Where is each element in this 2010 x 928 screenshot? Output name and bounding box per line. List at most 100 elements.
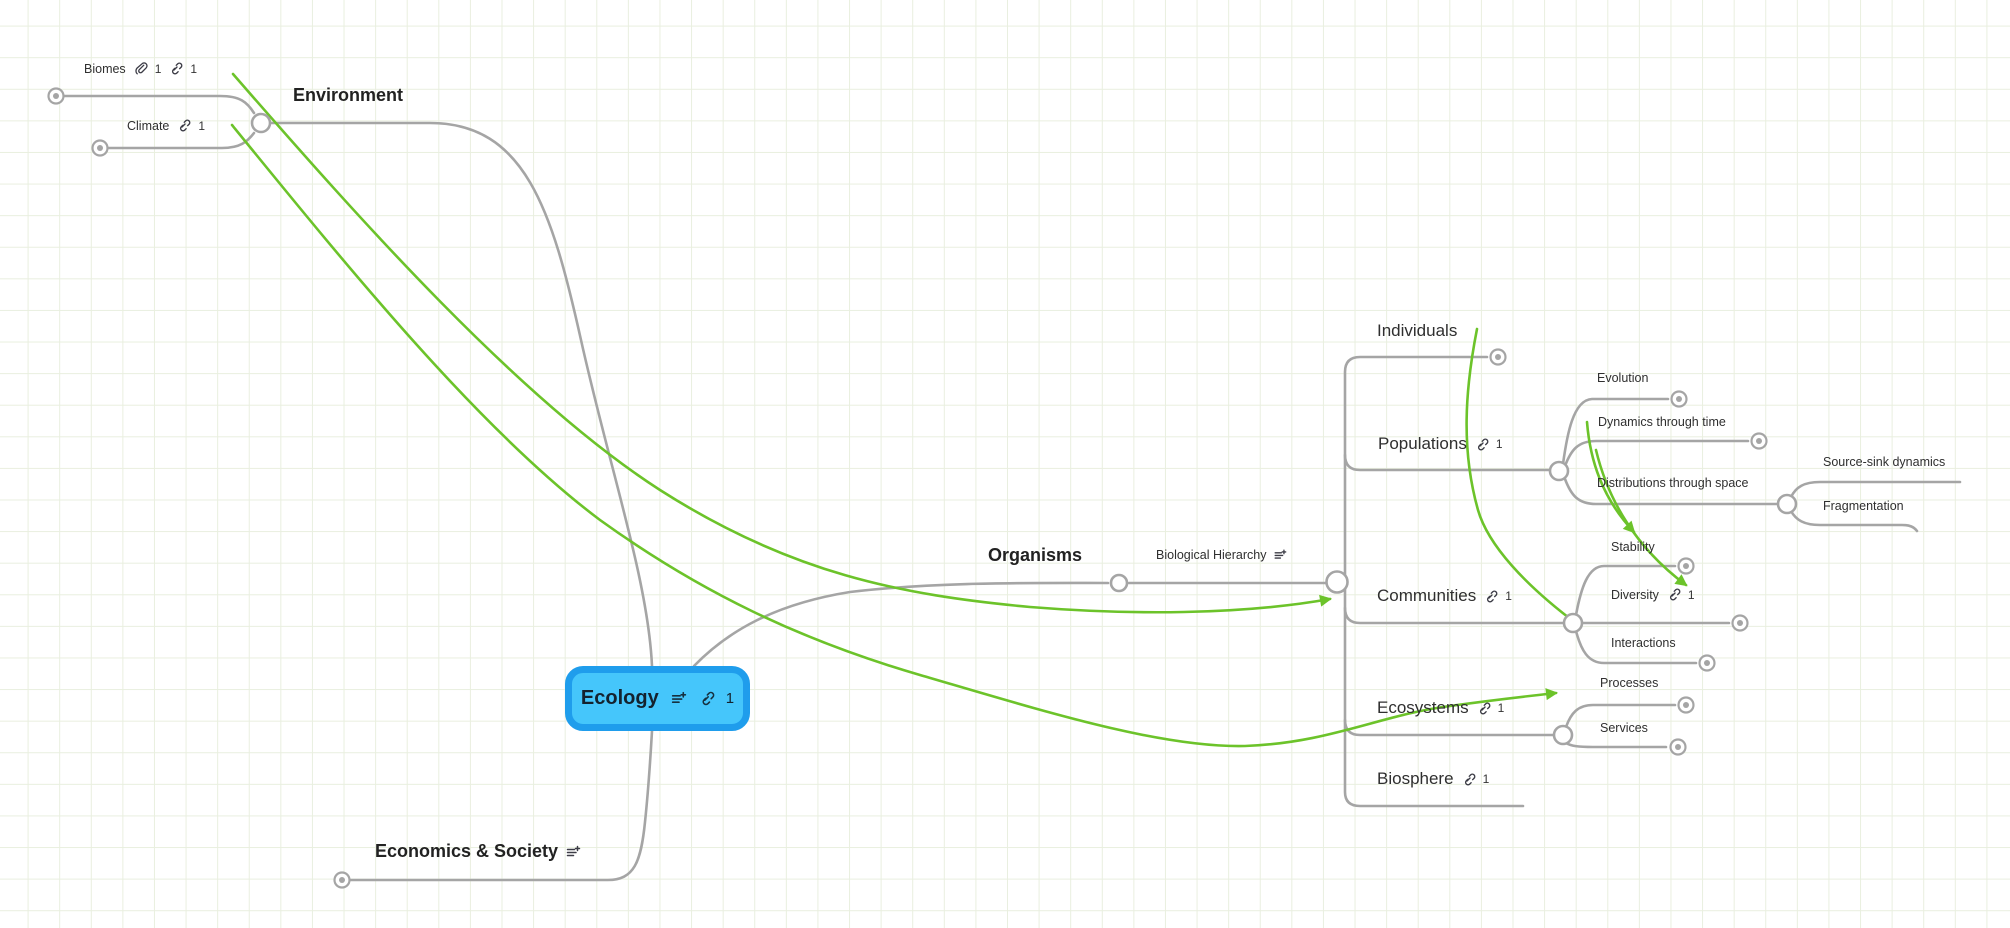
node-environment[interactable]: Environment bbox=[293, 85, 403, 106]
node-individuals[interactable]: Individuals bbox=[1377, 321, 1457, 341]
endpoint-dot bbox=[1675, 744, 1681, 750]
node-climate-label: Climate bbox=[127, 118, 170, 133]
node-individuals-label: Individuals bbox=[1377, 321, 1458, 340]
node-distributions-through-space[interactable]: Distributions through space bbox=[1597, 476, 1748, 490]
link-icon[interactable] bbox=[1476, 701, 1491, 716]
node-source-sink-dynamics-label: Source-sink dynamics bbox=[1823, 455, 1946, 469]
branch-line-stability bbox=[1574, 564, 1677, 617]
node-climate[interactable]: Climate 1 bbox=[127, 118, 205, 133]
node-economics-society[interactable]: Economics & Society bbox=[375, 841, 581, 862]
green-link-climate-ecosystems[interactable] bbox=[230, 123, 1558, 748]
node-processes-label: Processes bbox=[1600, 676, 1659, 690]
branch-line-ecology-organisms bbox=[692, 581, 1110, 668]
node-interactions[interactable]: Interactions bbox=[1611, 636, 1676, 650]
green-link-individuals-communities[interactable] bbox=[1465, 327, 1579, 626]
node-diversity[interactable]: Diversity 1 bbox=[1611, 587, 1695, 602]
node-organisms-label: Organisms bbox=[988, 545, 1083, 565]
node-biological-hierarchy[interactable]: Biological Hierarchy bbox=[1156, 548, 1287, 562]
junction-distributions[interactable] bbox=[1776, 493, 1798, 515]
node-dynamics-through-time[interactable]: Dynamics through time bbox=[1598, 415, 1726, 429]
node-evolution-label: Evolution bbox=[1597, 371, 1649, 385]
link-count: 1 bbox=[198, 118, 206, 133]
node-environment-label: Environment bbox=[293, 85, 404, 105]
branch-line-biomes bbox=[62, 94, 256, 115]
link-icon[interactable] bbox=[1474, 437, 1489, 452]
hierarchy-spine bbox=[1343, 355, 1525, 808]
node-communities[interactable]: Communities 1 bbox=[1377, 586, 1512, 606]
endpoint-dot bbox=[1756, 438, 1762, 444]
node-evolution[interactable]: Evolution bbox=[1597, 371, 1648, 385]
branch-line-communities bbox=[1343, 606, 1565, 625]
node-biosphere[interactable]: Biosphere 1 bbox=[1377, 769, 1489, 789]
branch-line-distributions bbox=[1563, 477, 1779, 506]
node-services[interactable]: Services bbox=[1600, 721, 1648, 735]
node-distributions-through-space-label: Distributions through space bbox=[1597, 476, 1749, 490]
node-services-label: Services bbox=[1600, 721, 1648, 735]
junction-populations[interactable] bbox=[1548, 460, 1570, 482]
branch-line-processes bbox=[1564, 703, 1677, 729]
attachment-icon[interactable] bbox=[133, 61, 148, 76]
endpoint-dot bbox=[1704, 660, 1710, 666]
node-populations-label: Populations bbox=[1378, 434, 1467, 453]
endpoint-handles bbox=[47, 87, 1768, 889]
junction-hierarchy-hub[interactable] bbox=[1325, 570, 1349, 594]
node-stability-label: Stability bbox=[1611, 540, 1655, 554]
green-link-to-diversity[interactable] bbox=[1594, 448, 1688, 587]
node-ecology-label: Ecology bbox=[580, 687, 659, 709]
endpoint-dot bbox=[53, 93, 59, 99]
node-biological-hierarchy-label: Biological Hierarchy bbox=[1156, 548, 1267, 562]
link-count: 1 bbox=[725, 690, 735, 707]
junction-environment[interactable] bbox=[250, 112, 272, 134]
branch-line-ecosystems bbox=[1343, 718, 1555, 737]
notes-icon[interactable] bbox=[670, 690, 687, 707]
notes-icon[interactable] bbox=[565, 844, 581, 860]
node-biomes[interactable]: Biomes 1 1 bbox=[84, 61, 197, 76]
branch-line-evolution bbox=[1561, 397, 1670, 466]
link-icon[interactable] bbox=[1666, 587, 1681, 602]
branch-line-fragmentation bbox=[1789, 509, 1919, 533]
notes-icon[interactable] bbox=[1273, 548, 1287, 562]
green-link-biomes-communities[interactable] bbox=[231, 72, 1332, 614]
branch-line-interactions bbox=[1574, 629, 1698, 665]
branch-line-dynamics bbox=[1563, 439, 1750, 468]
endpoint-dot bbox=[339, 877, 345, 883]
link-icon[interactable] bbox=[168, 61, 183, 76]
link-icon[interactable] bbox=[698, 690, 715, 707]
node-organisms[interactable]: Organisms bbox=[988, 545, 1082, 566]
link-icon[interactable] bbox=[1483, 589, 1498, 604]
endpoint-dot bbox=[1737, 620, 1743, 626]
node-dynamics-through-time-label: Dynamics through time bbox=[1598, 415, 1726, 429]
node-populations[interactable]: Populations 1 bbox=[1378, 434, 1503, 454]
node-fragmentation-label: Fragmentation bbox=[1823, 499, 1904, 513]
endpoint-dot bbox=[1495, 354, 1501, 360]
endpoint-dot bbox=[1683, 702, 1689, 708]
link-count: 1 bbox=[190, 61, 198, 76]
branch-line-source-sink bbox=[1789, 480, 1962, 499]
node-ecosystems[interactable]: Ecosystems 1 bbox=[1377, 698, 1504, 718]
node-economics-society-label: Economics & Society bbox=[375, 841, 559, 861]
link-icon[interactable] bbox=[176, 118, 191, 133]
node-stability[interactable]: Stability bbox=[1611, 540, 1655, 554]
junction-organisms[interactable] bbox=[1109, 573, 1129, 593]
node-processes[interactable]: Processes bbox=[1600, 676, 1658, 690]
node-ecosystems-label: Ecosystems bbox=[1377, 698, 1469, 717]
branch-line-services bbox=[1564, 741, 1668, 749]
node-fragmentation[interactable]: Fragmentation bbox=[1823, 499, 1904, 513]
node-diversity-label: Diversity bbox=[1611, 587, 1659, 602]
link-count: 1 bbox=[1482, 772, 1490, 786]
node-biosphere-label: Biosphere bbox=[1377, 769, 1454, 788]
node-communities-label: Communities bbox=[1377, 586, 1477, 605]
branch-line-climate bbox=[106, 131, 256, 150]
branch-line-environment-ecology bbox=[268, 121, 654, 668]
link-count: 1 bbox=[1495, 437, 1503, 451]
junction-ecosystems[interactable] bbox=[1552, 724, 1574, 746]
node-source-sink-dynamics[interactable]: Source-sink dynamics bbox=[1823, 455, 1945, 469]
node-ecology-root[interactable]: Ecology 1 bbox=[565, 666, 750, 731]
endpoint-dot bbox=[1676, 396, 1682, 402]
endpoint-dot bbox=[97, 145, 103, 151]
node-interactions-label: Interactions bbox=[1611, 636, 1676, 650]
link-icon[interactable] bbox=[1461, 772, 1476, 787]
junction-communities[interactable] bbox=[1562, 612, 1584, 634]
